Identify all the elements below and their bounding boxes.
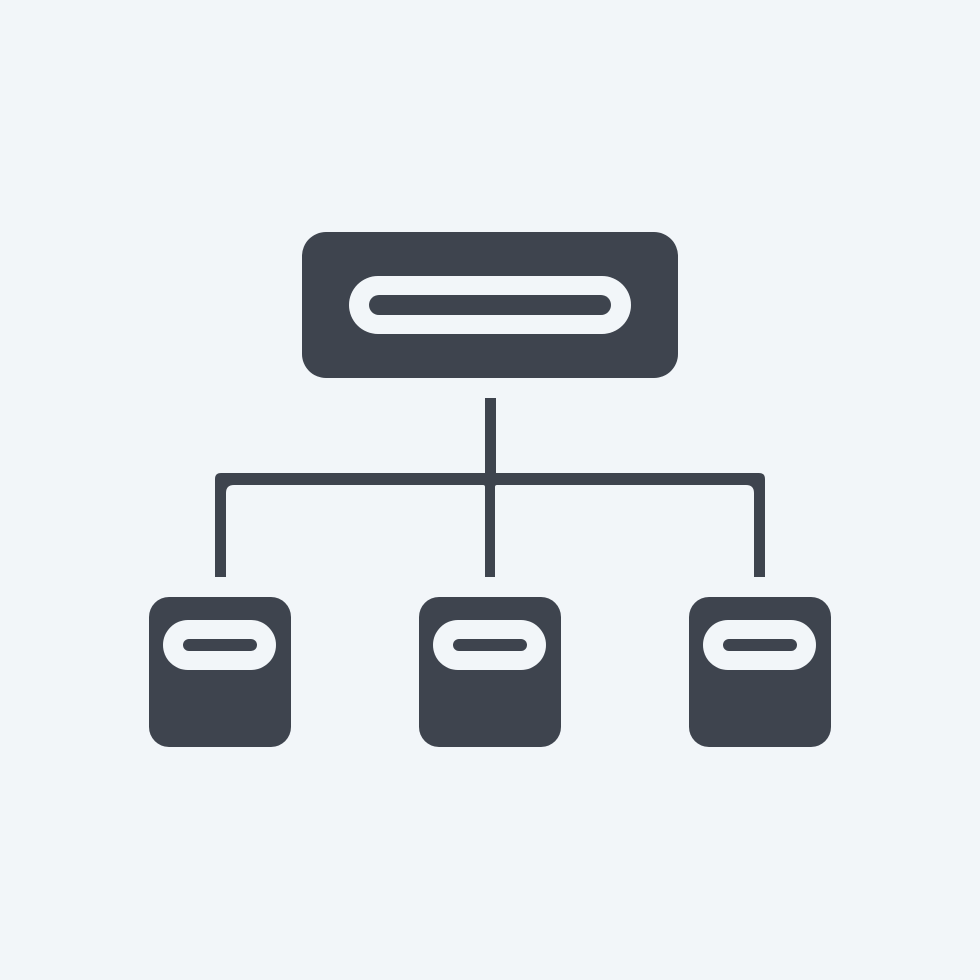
connector-crossbar [215,473,765,577]
child-node-2 [419,597,561,747]
child-node-1 [149,597,291,747]
child-node-2-label-inner [453,639,527,651]
child-node-1-label-inner [183,639,257,651]
child-node-2-box [419,597,561,747]
child-node-3 [689,597,831,747]
parent-node-label-inner [369,295,611,315]
child-node-1-box [149,597,291,747]
connector-lines [215,398,765,577]
child-node-3-label-inner [723,639,797,651]
parent-node [302,232,678,378]
connector-trunk [485,398,496,477]
child-node-3-box [689,597,831,747]
